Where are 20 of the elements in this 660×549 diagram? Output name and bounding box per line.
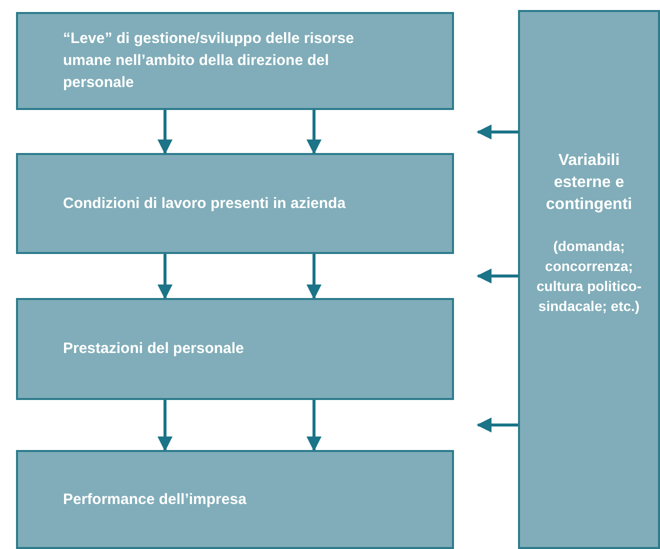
arrow [476,268,518,284]
arrow [306,254,322,300]
process-box [16,298,454,400]
arrow [306,400,322,452]
arrow [158,254,172,300]
box-label: Performance dell’impresa [63,490,248,510]
arrow [476,124,518,140]
side-panel [518,10,660,549]
box-label: Condizioni di lavoro presenti in azienda [63,194,347,214]
arrow [476,418,518,432]
panel-note: (domanda; concorrenza; cultura politico-sindacale; etc.) [536,237,642,316]
process-box [16,450,454,549]
box-label: Prestazioni del personale [63,339,245,359]
arrow [306,110,322,154]
arrow [158,110,172,154]
process-box [16,12,454,110]
process-box [16,153,454,254]
arrow [158,400,172,452]
box-label: “Leve” di gestione/sviluppo delle risorse umane nell’ambito della direzione del personale [63,29,355,93]
panel-heading: Variabili esterne e contingenti [544,151,634,215]
